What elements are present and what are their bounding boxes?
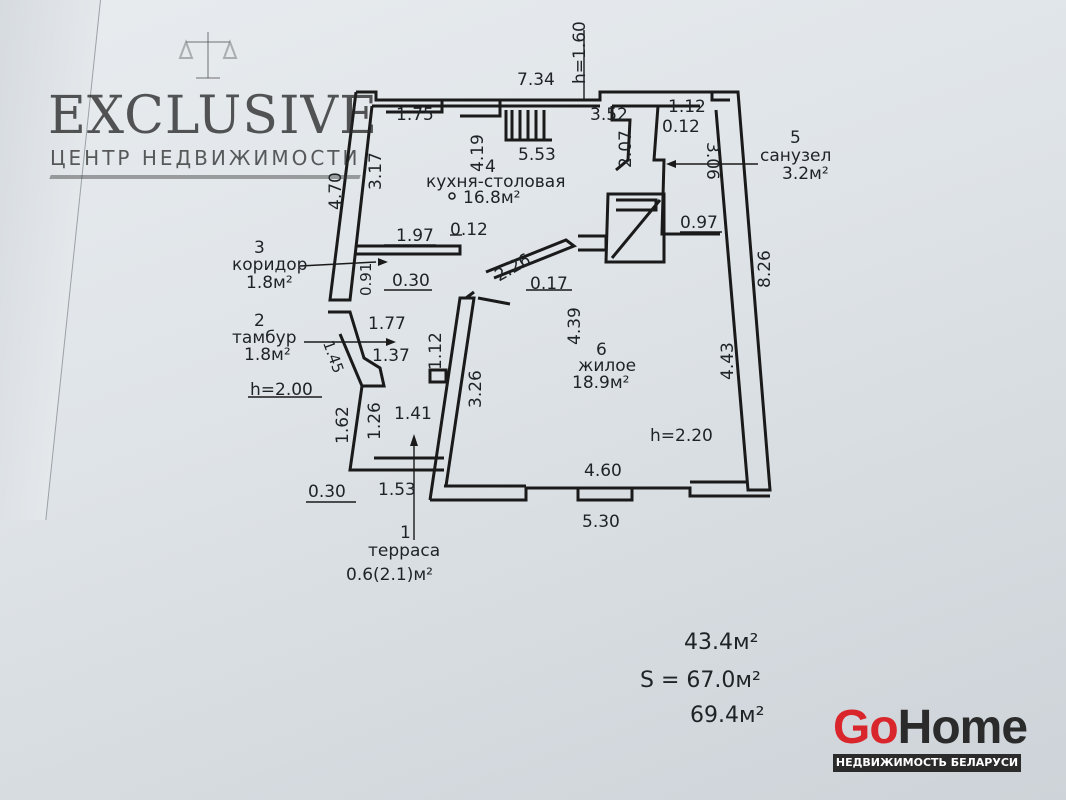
- dim-826: 8.26: [755, 250, 775, 288]
- arrow-tambur: [386, 338, 396, 346]
- dim-530: 5.30: [582, 512, 620, 532]
- outer-wall-right: [712, 90, 772, 492]
- room-6-name: жилое: [578, 356, 637, 376]
- scales-watermark: [178, 32, 238, 79]
- wall-bath: [610, 106, 632, 172]
- room-5-name: санузел: [760, 146, 832, 166]
- outer-wall-top: [356, 90, 730, 102]
- wall-bath-right: [652, 105, 720, 236]
- total-living: 43.4м²: [684, 630, 759, 655]
- dim-306: 3.06: [702, 142, 722, 180]
- logo-go: Go: [833, 701, 899, 754]
- dim-352: 3.52: [590, 105, 628, 125]
- gohome-logo[interactable]: GoHome: [833, 701, 1028, 754]
- room-4-num: 4: [485, 157, 496, 177]
- room-1-area: 0.6(2.1)м²: [346, 565, 433, 585]
- watermark-tagline: ЦЕНТР НЕДВИЖИМОСТИ: [50, 146, 361, 170]
- window-top-left: [386, 98, 444, 114]
- wall-diagonal: [485, 238, 578, 280]
- dim-112a: 1.12: [668, 97, 706, 117]
- stove-mark: [448, 192, 456, 200]
- wall-stub: [578, 234, 608, 252]
- wall-bottom-inner: [444, 480, 748, 488]
- room-2-name: тамбур: [232, 328, 297, 348]
- leader-corridor: [299, 261, 377, 267]
- dim-553: 5.53: [518, 145, 556, 165]
- dim-470: 4.70: [326, 172, 346, 210]
- dim-012b: 0.12: [450, 220, 488, 240]
- dim-017: 0.17: [530, 274, 568, 294]
- height-living: h=2.20: [650, 426, 713, 446]
- dim-137: 1.37: [372, 346, 410, 366]
- dim-126: 1.26: [365, 402, 385, 440]
- dim-317: 3.17: [366, 152, 386, 190]
- window-top-mid: [460, 98, 502, 118]
- total-gross: 69.4м²: [690, 703, 765, 728]
- dim-326: 3.26: [466, 370, 486, 408]
- room-6-num: 6: [596, 340, 607, 360]
- room-4-name: кухня-столовая: [426, 172, 566, 192]
- dim-153: 1.53: [378, 480, 416, 500]
- dim-460: 4.60: [584, 461, 622, 481]
- dim-097: 0.97: [680, 213, 718, 233]
- wall-partition: [465, 290, 511, 306]
- logo-tagline: НЕДВИЖИМОСТЬ БЕЛАРУСИ: [833, 754, 1021, 772]
- arrow-terrace: [410, 434, 418, 446]
- dim-112b: 1.12: [426, 332, 446, 370]
- wall-corridor: [354, 244, 462, 256]
- wall-terrace: [348, 385, 444, 472]
- room-4-area: 16.8м²: [463, 188, 521, 208]
- arrow-corridor: [378, 258, 388, 266]
- arrow-bath: [666, 160, 676, 168]
- window-bottom: [576, 486, 634, 502]
- room-2-num: 2: [254, 311, 265, 331]
- dim-439: 4.39: [565, 307, 585, 345]
- dim-177: 1.77: [368, 314, 406, 334]
- watermark-underline: [49, 175, 361, 179]
- wall-chimney-slash: [610, 199, 662, 259]
- room-6-area: 18.9м²: [572, 373, 630, 393]
- dim-012a: 0.12: [662, 117, 700, 137]
- window-small: [428, 368, 448, 384]
- room-3-area: 1.8м²: [246, 273, 293, 293]
- wall-chimney-inner: [616, 198, 658, 212]
- room-5-num: 5: [790, 128, 801, 148]
- room-3-num: 3: [254, 238, 265, 258]
- height-top: h=1.60: [570, 21, 590, 84]
- dim-734: 7.34: [517, 70, 555, 90]
- dim-197: 1.97: [396, 226, 434, 246]
- room-2-area: 1.8м²: [244, 345, 291, 365]
- dim-443: 4.43: [718, 342, 738, 380]
- room-5-area: 3.2м²: [782, 164, 829, 184]
- logo-home: Home: [897, 701, 1028, 754]
- dim-207: 2.07: [616, 130, 636, 168]
- outer-wall-left: [328, 91, 374, 302]
- total-area: S = 67.0м²: [640, 668, 761, 693]
- room-1-name: терраса: [368, 541, 441, 561]
- dim-091: 0.91: [357, 262, 375, 296]
- dim-141: 1.41: [394, 404, 432, 424]
- dim-162: 1.62: [333, 406, 353, 444]
- watermark-brand: EXCLUSIVE: [48, 86, 379, 146]
- room-1-num: 1: [400, 523, 411, 543]
- height-tambur: h=2.00: [250, 380, 313, 400]
- dim-175: 1.75: [396, 105, 434, 125]
- dim-030b: 0.30: [308, 482, 346, 502]
- room-3-name: коридор: [232, 255, 308, 275]
- wall-bottom: [430, 486, 770, 502]
- dim-030a: 0.30: [392, 271, 430, 291]
- staircase: [504, 110, 552, 142]
